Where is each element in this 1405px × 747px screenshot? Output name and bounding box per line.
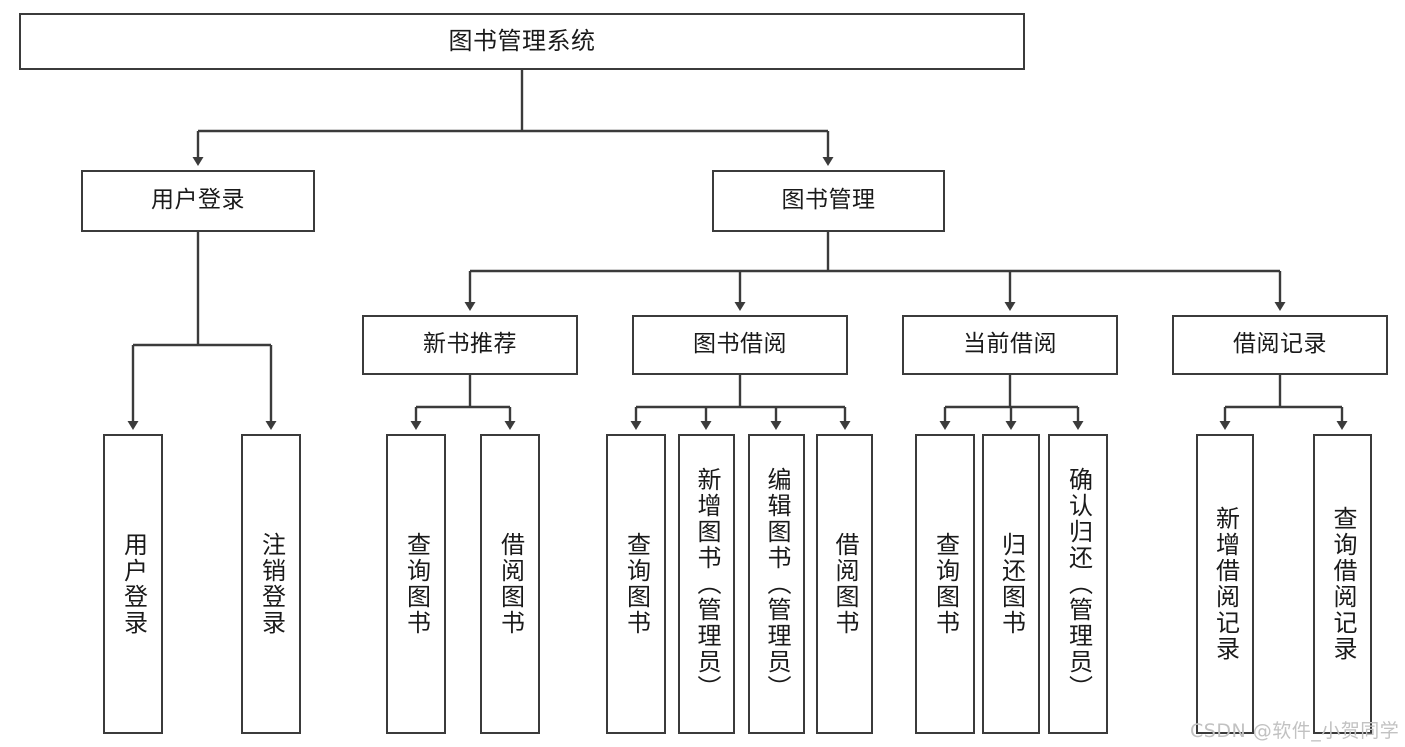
node-current-borrow[interactable]: 当前借阅 [902,315,1118,375]
node-label: 图书借阅 [693,331,787,358]
node-leaf-borrow-book-2[interactable]: 借阅图书 [816,434,873,734]
node-borrow-record[interactable]: 借阅记录 [1172,315,1388,375]
node-leaf-borrow-book-1[interactable]: 借阅图书 [480,434,540,734]
node-leaf-user-logout[interactable]: 注销登录 [241,434,301,734]
node-label: 借阅图书 [496,532,525,636]
node-label: 编辑图书（管理员） [762,467,791,701]
node-label: 确认归还（管理员） [1064,467,1093,701]
node-leaf-add-borrow-record[interactable]: 新增借阅记录 [1196,434,1254,734]
node-new-book-recommend[interactable]: 新书推荐 [362,315,578,375]
node-leaf-edit-book-admin[interactable]: 编辑图书（管理员） [748,434,805,734]
node-root-system[interactable]: 图书管理系统 [19,13,1025,70]
csdn-watermark: CSDN @软件_小贺同学 [1190,720,1400,742]
node-book-manage[interactable]: 图书管理 [712,170,945,232]
node-label: 当前借阅 [963,331,1057,358]
node-label: 查询借阅记录 [1328,506,1357,662]
node-book-borrow[interactable]: 图书借阅 [632,315,848,375]
node-leaf-query-borrow-record[interactable]: 查询借阅记录 [1313,434,1372,734]
node-label: 注销登录 [257,532,286,636]
node-label: 图书管理系统 [448,27,596,56]
node-label: 新增图书（管理员） [692,467,721,701]
node-label: 借阅记录 [1233,331,1327,358]
node-leaf-user-login[interactable]: 用户登录 [103,434,163,734]
node-leaf-add-book-admin[interactable]: 新增图书（管理员） [678,434,735,734]
node-label: 用户登录 [119,532,148,636]
node-label: 新书推荐 [423,331,517,358]
node-leaf-query-book-3[interactable]: 查询图书 [915,434,975,734]
node-label: 用户登录 [151,187,245,214]
node-label: 查询图书 [402,532,431,636]
node-user-login[interactable]: 用户登录 [81,170,315,232]
node-label: 图书管理 [781,187,876,214]
node-label: 归还图书 [997,532,1026,636]
node-label: 新增借阅记录 [1211,506,1240,662]
node-label: 查询图书 [622,532,651,636]
node-label: 查询图书 [931,532,960,636]
node-leaf-query-book-2[interactable]: 查询图书 [606,434,666,734]
node-label: 借阅图书 [830,532,859,636]
node-leaf-confirm-return-admin[interactable]: 确认归还（管理员） [1048,434,1108,734]
node-leaf-return-book[interactable]: 归还图书 [982,434,1040,734]
node-leaf-query-book-1[interactable]: 查询图书 [386,434,446,734]
